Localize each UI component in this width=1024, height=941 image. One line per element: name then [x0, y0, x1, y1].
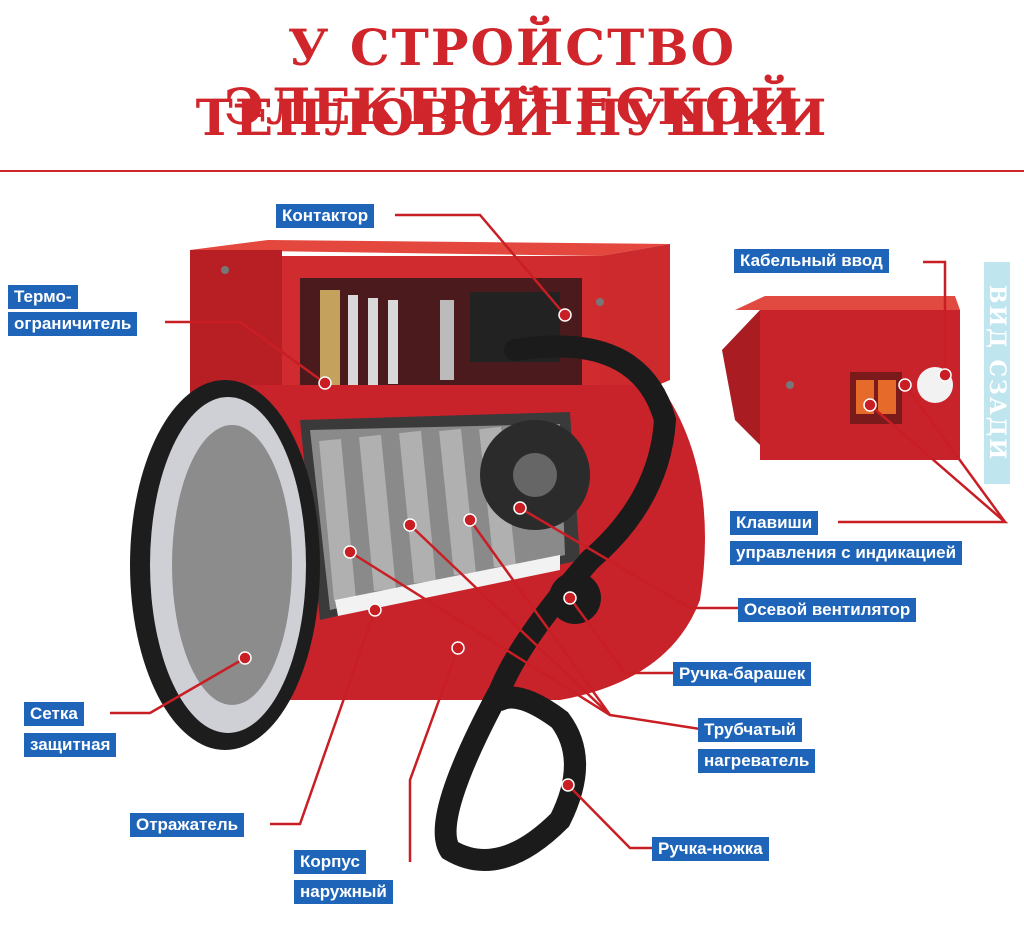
title-line-2: ТЕПЛОВОЙ ПУШКИ	[195, 88, 829, 147]
main-cylinder	[210, 385, 705, 700]
label-reflector: Отражатель	[130, 813, 245, 837]
label-thermo-line-1: Термо-	[8, 285, 78, 309]
label-body-line-2: наружный	[294, 880, 393, 904]
label-keys-line-2: управления с индикацией	[730, 541, 963, 565]
label-keys-line-1: Клавиши	[730, 511, 819, 535]
label-body-line-1: Корпус	[294, 850, 366, 874]
label-grid-line-1: Сетка	[24, 702, 84, 726]
leader-lines	[110, 213, 1009, 862]
label-cable-entry: Кабельный ввод	[734, 249, 889, 273]
label-axial-fan: Осевой вентилятор	[738, 598, 917, 622]
title-divider	[0, 170, 1024, 172]
title-line-1: У СТРОЙСТВО ЭЛЕКТРИЧЕСКОЙ	[224, 18, 800, 136]
label-thermo-line-2: ограничитель	[8, 312, 138, 336]
control-box	[190, 240, 670, 410]
rear-view-caption: ВИД СЗАДИ	[984, 262, 1010, 484]
leader-dots	[238, 308, 952, 792]
label-tube-heater-line-2: нагреватель	[698, 749, 816, 773]
front-grille	[130, 380, 320, 750]
label-grid-line-2: защитная	[24, 733, 117, 757]
rear-view-caption-text: ВИД СЗАДИ	[984, 284, 1010, 462]
label-wing-knob: Ручка-барашек	[673, 662, 812, 686]
handle-hose	[434, 335, 677, 871]
rear-view-box	[722, 296, 960, 460]
label-tube-heater-line-1: Трубчатый	[698, 718, 803, 742]
label-handle-leg: Ручка-ножка	[652, 837, 769, 861]
label-contactor: Контактор	[276, 204, 375, 228]
